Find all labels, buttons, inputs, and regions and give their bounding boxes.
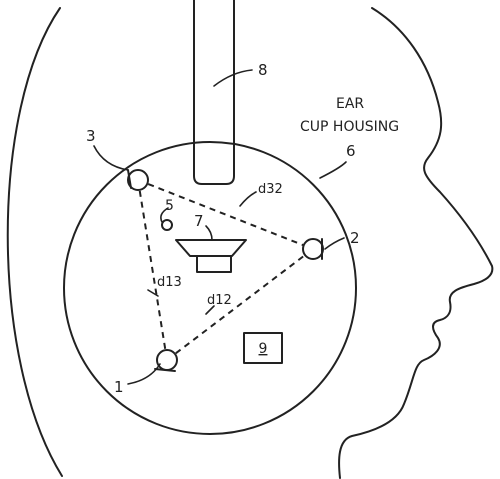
label-d32: d32 [258,182,283,197]
label-8: 8 [258,61,268,79]
label-1: 1 [114,378,124,396]
leader-3 [93,145,129,171]
label-housing-line2: CUP HOUSING [300,119,399,135]
distance-line-d32 [137,179,314,250]
leader-d12 [205,305,215,315]
label-6: 6 [346,142,356,160]
reference-mic-small [161,219,173,231]
leader-8 [213,69,253,87]
microphone-1 [154,349,178,372]
ear-cup-housing [63,141,357,435]
microphone-2 [302,238,324,260]
speaker-icon [175,239,247,273]
leader-1 [127,363,161,385]
leader-6 [319,161,347,179]
leader-5 [160,207,169,223]
label-d12: d12 [207,293,232,308]
leader-d13 [147,289,159,297]
label-5: 5 [165,198,174,214]
label-9: 9 [259,341,268,357]
microphone-3 [127,169,149,191]
label-housing-line1: EAR [336,96,364,112]
leader-d32 [239,191,257,207]
leader-2 [324,237,345,250]
label-3: 3 [86,127,96,145]
head-band [193,0,235,185]
label-d13: d13 [157,275,182,290]
label-7: 7 [194,212,204,230]
distance-line-d12 [166,248,314,361]
label-2: 2 [350,229,360,247]
face-profile [338,7,494,479]
processor-box [243,332,283,364]
leader-7 [205,225,213,241]
headphone-outer-arc [6,7,63,477]
distance-line-d13 [137,179,168,361]
